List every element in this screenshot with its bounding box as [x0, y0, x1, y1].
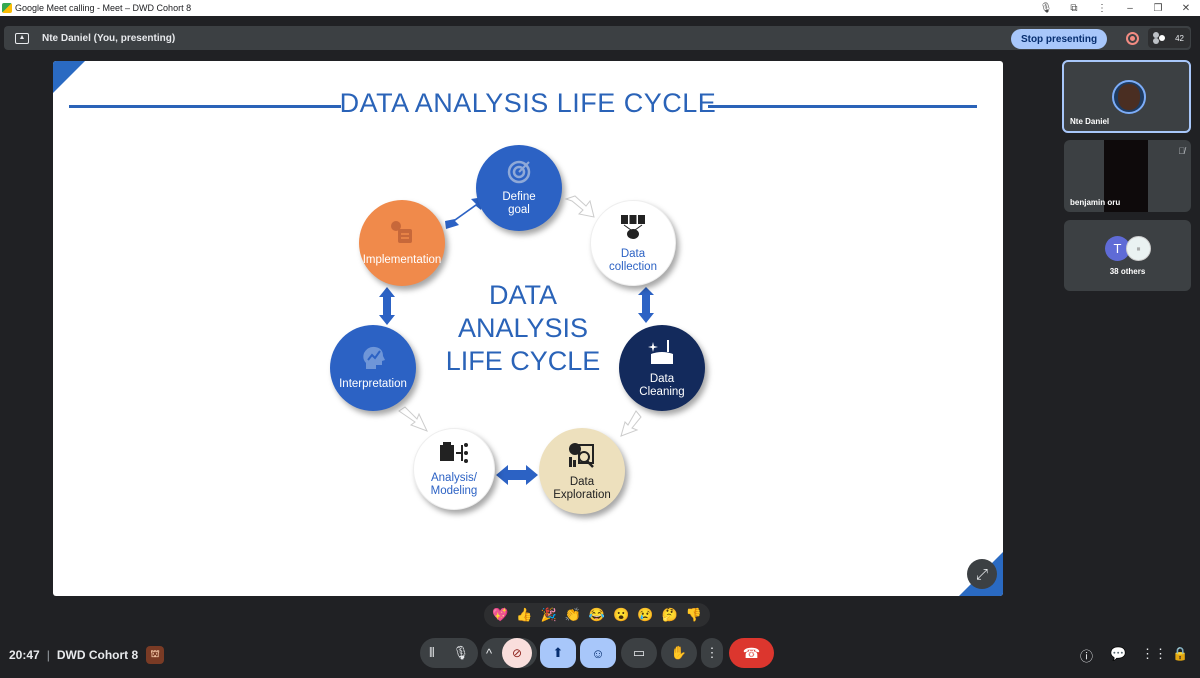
hang-up-icon: ☎: [742, 644, 761, 661]
expand-icon: ⤢: [975, 565, 988, 583]
tasks-icon: [388, 219, 416, 251]
node-data-collection: Data collection: [590, 200, 676, 286]
reaction-thinking-button[interactable]: 🤔: [661, 607, 678, 622]
window-title: Google Meet calling - Meet – DWD Cohort …: [15, 3, 192, 13]
database-icon: [619, 213, 647, 245]
captions-button[interactable]: ▭: [621, 638, 657, 668]
audio-settings-icon[interactable]: ⦀: [428, 645, 435, 660]
chat-button[interactable]: 💬: [1110, 646, 1127, 661]
cycle-center-label: DATA ANALYSIS LIFE CYCLE: [445, 280, 601, 376]
arrow-impl-define: [445, 197, 484, 229]
extension-icon[interactable]: ⧉: [1070, 2, 1078, 14]
titlebar-controls: 🎙 ⧉ ⋮ – ❐ ✕: [1032, 0, 1200, 16]
arrow-model-explore: [496, 465, 538, 485]
magnifier-chart-icon: [567, 441, 597, 473]
participant-video: [1104, 140, 1148, 212]
smiley-icon: ☺: [591, 645, 605, 661]
emoji-reactions-button[interactable]: ☺: [580, 638, 616, 668]
mic-off-icon: 🎙̸: [1178, 146, 1185, 156]
minimize-button[interactable]: –: [1127, 2, 1133, 14]
node-define-goal: Define goal: [476, 145, 562, 231]
title-rule-left: [69, 105, 341, 108]
menu-icon[interactable]: ⋮: [1097, 2, 1107, 14]
target-icon: [505, 160, 533, 188]
reaction-laugh-button[interactable]: 😂: [588, 607, 606, 622]
participant-count: 42: [1175, 33, 1184, 43]
people-icon: [1153, 32, 1165, 44]
present-screen-button[interactable]: ⬆: [540, 638, 576, 668]
present-icon: ⬆: [552, 645, 564, 660]
camera-controls: ^ ⊘: [481, 638, 537, 668]
more-options-button[interactable]: ⋮: [701, 638, 723, 668]
mic-indicator-icon[interactable]: 🎙: [1039, 2, 1053, 14]
reaction-party-button[interactable]: 🎉: [540, 607, 557, 622]
recording-icon[interactable]: [1126, 32, 1139, 45]
meeting-details-button[interactable]: ⓘ: [1080, 649, 1094, 664]
node-data-cleaning: Data Cleaning: [619, 325, 705, 411]
others-count: 38 others: [1109, 267, 1146, 276]
participant-tile[interactable]: 🎙̸ benjamin oru: [1064, 140, 1191, 212]
camera-options-chevron-icon[interactable]: ^: [485, 645, 493, 661]
arrow-clean-explore: [620, 410, 642, 437]
avatar: [1112, 80, 1146, 114]
clock-time: 20:47: [9, 648, 40, 662]
host-controls-lock-button[interactable]: 🔒: [1172, 646, 1189, 661]
captions-icon: ▭: [632, 645, 646, 660]
presented-slide: DATA ANALYSIS LIFE CYCLE DATA ANALYSIS L…: [53, 61, 1003, 596]
reaction-thumbs-up-button[interactable]: 👍: [516, 607, 533, 622]
reaction-clap-button[interactable]: 👏: [564, 607, 581, 622]
node-interpretation: Interpretation: [330, 325, 416, 411]
participants-button[interactable]: 42: [1148, 28, 1190, 48]
node-analysis-modeling: Analysis/ Modeling: [413, 428, 495, 510]
reaction-surprised-button[interactable]: 😮: [613, 607, 630, 622]
head-insight-icon: [360, 345, 386, 375]
audio-controls: ⦀ 🎙: [420, 638, 478, 668]
meeting-name: DWD Cohort 8: [56, 648, 139, 662]
divider: |: [46, 648, 50, 662]
reaction-thumbs-down-button[interactable]: 👎: [685, 607, 702, 622]
meet-logo-icon: [2, 3, 12, 13]
raise-hand-button[interactable]: ✋: [661, 638, 697, 668]
reaction-sad-button[interactable]: 😢: [637, 607, 654, 622]
arrow-interp-model: [398, 406, 428, 432]
camera-off-button[interactable]: ⊘: [502, 638, 533, 668]
stop-presenting-button[interactable]: Stop presenting: [1011, 29, 1107, 49]
arrow-collect-clean: [638, 287, 654, 323]
fullscreen-expand-button[interactable]: ⤢: [967, 559, 997, 589]
title-rule-right: [708, 105, 977, 108]
avatar: ▦: [1126, 236, 1151, 261]
sparkle-clean-icon: [647, 338, 677, 370]
restore-button[interactable]: ❐: [1153, 2, 1163, 14]
others-tile[interactable]: T ▦ 38 others: [1064, 220, 1191, 291]
model-chart-icon: [439, 441, 469, 469]
arrow-define-collect: [564, 195, 595, 218]
presenter-name: Nte Daniel (You, presenting): [42, 32, 176, 44]
node-implementation: Implementation: [359, 200, 445, 286]
arrow-interp-impl: [379, 287, 395, 325]
reactions-bar: 💖 👍 🎉 👏 😂 😮 😢 🤔 👎: [484, 603, 710, 627]
participant-name: Nte Daniel: [1070, 117, 1110, 126]
end-call-button[interactable]: ☎: [729, 638, 774, 668]
slide-corner-decoration: [53, 61, 85, 93]
reaction-heart-button[interactable]: 💖: [492, 607, 509, 622]
meeting-info: 20:47 | DWD Cohort 8 ⛫: [9, 646, 165, 664]
microphone-button[interactable]: 🎙: [452, 645, 470, 660]
slide-title: DATA ANALYSIS LIFE CYCLE: [339, 88, 717, 118]
participant-name: benjamin oru: [1070, 198, 1121, 207]
more-vert-icon: ⋮: [705, 645, 719, 660]
host-controls-icon[interactable]: ⛫: [146, 646, 165, 664]
cycle-arrows: [379, 195, 654, 485]
node-data-exploration: Data Exploration: [539, 428, 625, 514]
participant-tile-self[interactable]: Nte Daniel: [1062, 60, 1191, 133]
presenting-bar: Nte Daniel (You, presenting): [4, 26, 1191, 50]
activities-button[interactable]: ⋮⋮: [1141, 646, 1167, 661]
avatar: T: [1105, 236, 1130, 261]
window-titlebar: Google Meet calling - Meet – DWD Cohort …: [0, 0, 1200, 16]
present-screen-icon: [15, 32, 29, 44]
hand-icon: ✋: [670, 645, 688, 660]
close-button[interactable]: ✕: [1181, 2, 1191, 14]
